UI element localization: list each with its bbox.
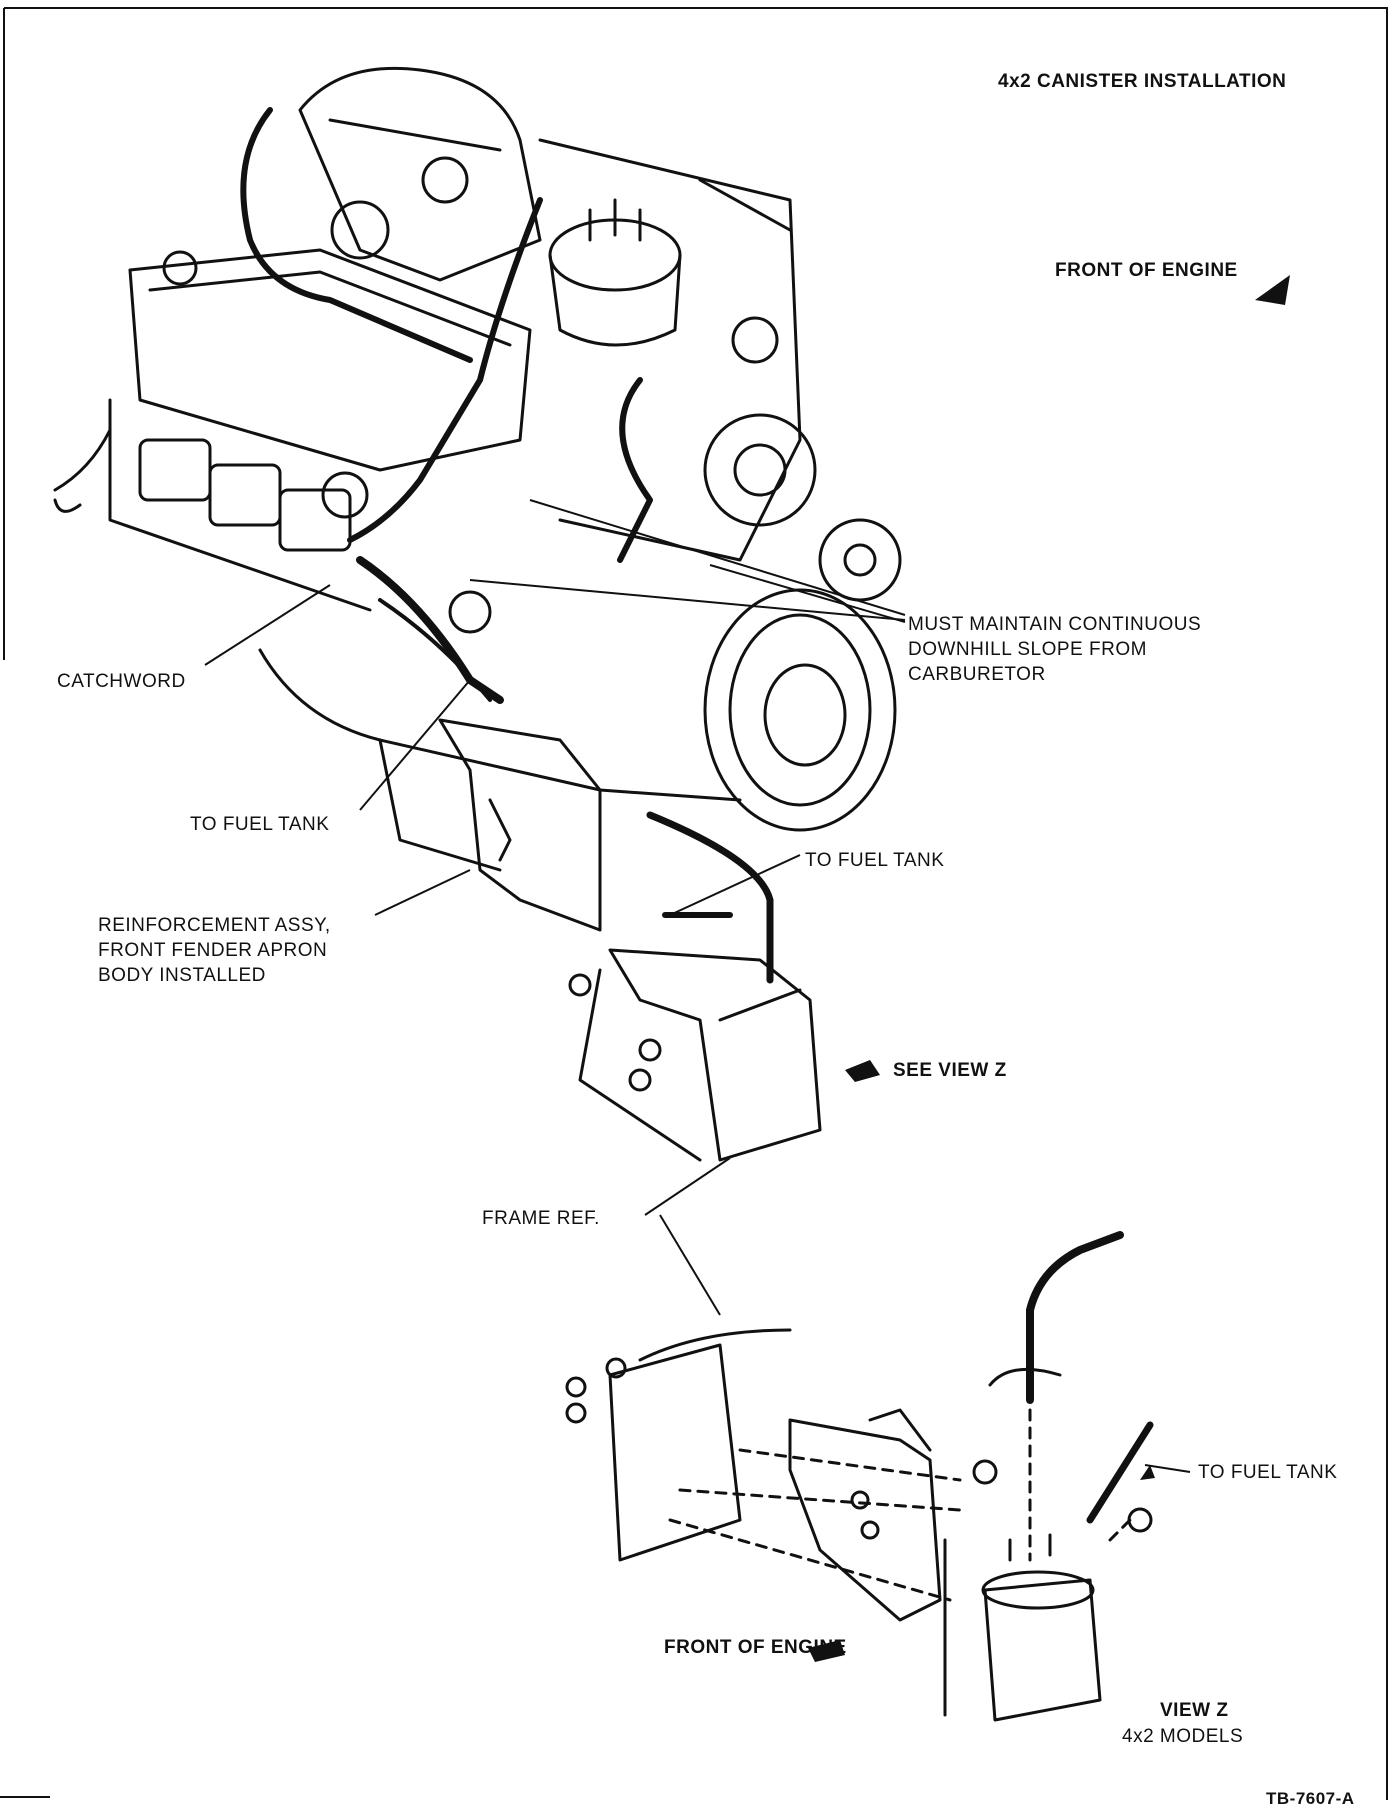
continuous-slope-note: MUST MAINTAIN CONTINUOUS DOWNHILL SLOPE … — [908, 612, 1201, 687]
frame-ref-leader-down — [659, 1214, 721, 1316]
slope-leader-1 — [529, 499, 906, 616]
to-fuel-tank-right-arrowhead-icon — [1140, 1465, 1155, 1480]
reinforcement-line-2: FRONT FENDER APRON — [98, 940, 328, 961]
slope-leader-2 — [469, 579, 906, 621]
reinforcement-line-3: BODY INSTALLED — [98, 965, 266, 986]
frame-ref-leader-up — [644, 1157, 731, 1216]
to-fuel-tank-left-label: TO FUEL TANK — [190, 814, 330, 835]
slope-leader-3 — [709, 564, 906, 623]
slope-note-line-2: DOWNHILL SLOPE FROM — [908, 639, 1147, 660]
front-arrow-top-icon — [1255, 275, 1290, 305]
to-fuel-tank-left-leader — [359, 679, 471, 811]
reinforcement-leader — [374, 869, 471, 916]
view-z-illustration — [565, 1231, 1154, 1722]
catchword-leader — [204, 584, 331, 666]
to-fuel-tank-right-label: TO FUEL TANK — [1198, 1462, 1338, 1483]
front-of-engine-label-bottom: FRONT OF ENGINE — [664, 1637, 847, 1658]
page-frame — [0, 7, 1388, 1800]
catchword-label: CATCHWORD — [57, 671, 186, 692]
view-z-models-label: 4x2 MODELS — [1122, 1726, 1244, 1747]
arrow-marks — [808, 275, 1290, 1662]
front-arrow-bottom-icon — [808, 1640, 845, 1662]
reinforcement-line-1: REINFORCEMENT ASSY, — [98, 915, 331, 936]
to-fuel-tank-center-leader — [669, 854, 801, 916]
view-z-label: VIEW Z — [1160, 1700, 1229, 1721]
slope-note-line-1: MUST MAINTAIN CONTINUOUS — [908, 614, 1202, 635]
see-view-z-label: SEE VIEW Z — [893, 1060, 1007, 1081]
to-fuel-tank-right-leader — [1144, 1464, 1191, 1473]
frame-ref-label: FRAME REF. — [482, 1208, 600, 1229]
front-of-engine-label-top: FRONT OF ENGINE — [1055, 260, 1238, 281]
reinforcement-label: REINFORCEMENT ASSY, FRONT FENDER APRON B… — [98, 913, 331, 988]
engine-illustration — [53, 66, 902, 1162]
figure-id-label: TB-7607-A — [1266, 1789, 1355, 1808]
diagram-title: 4x2 CANISTER INSTALLATION — [998, 71, 1287, 92]
to-fuel-tank-center-label: TO FUEL TANK — [805, 850, 945, 871]
leader-lines — [204, 499, 1191, 1473]
see-view-z-arrow-icon — [845, 1060, 880, 1082]
slope-note-line-3: CARBURETOR — [908, 664, 1046, 685]
